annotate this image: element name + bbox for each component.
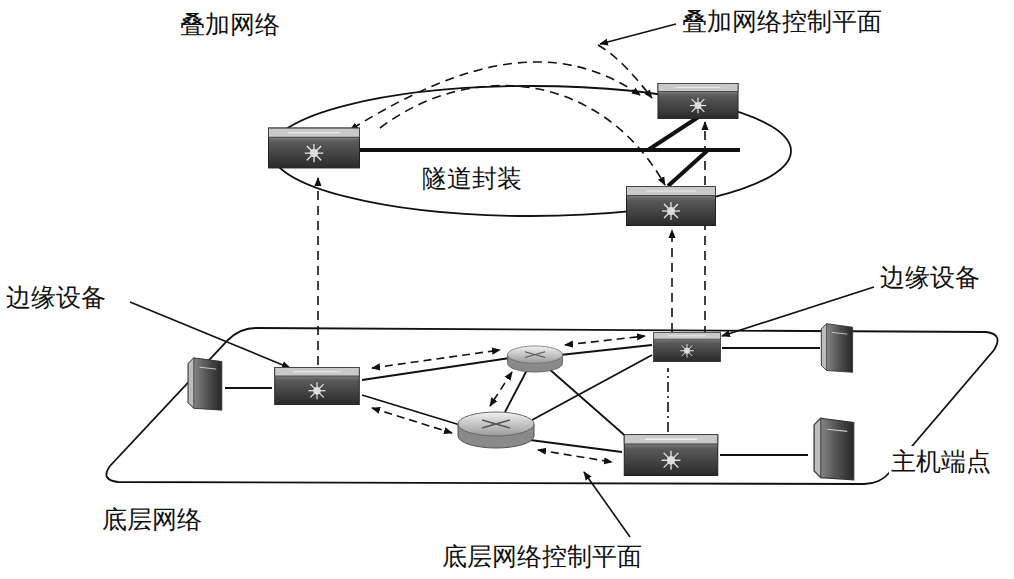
- callout-label: 叠加网络控制平面: [680, 6, 884, 38]
- region-title: 底层网络: [100, 504, 204, 536]
- leader-line: [130, 24, 874, 537]
- tunnel-line: [360, 116, 740, 186]
- server-icon: [188, 324, 854, 480]
- region-title: 叠加网络: [178, 9, 282, 41]
- router-icon: [458, 346, 563, 448]
- callout-label: 边缘设备: [4, 282, 108, 314]
- callout-label: 底层网络控制平面: [440, 541, 644, 573]
- switch-icon: [269, 83, 739, 475]
- region-text: 隧道封装: [420, 163, 524, 195]
- callout-label: 边缘设备: [878, 262, 982, 294]
- underlay-control-plane: [372, 336, 645, 462]
- underlay-link: [225, 345, 820, 455]
- callout-label: 主机端点: [889, 446, 993, 478]
- mapping-line: [318, 122, 705, 432]
